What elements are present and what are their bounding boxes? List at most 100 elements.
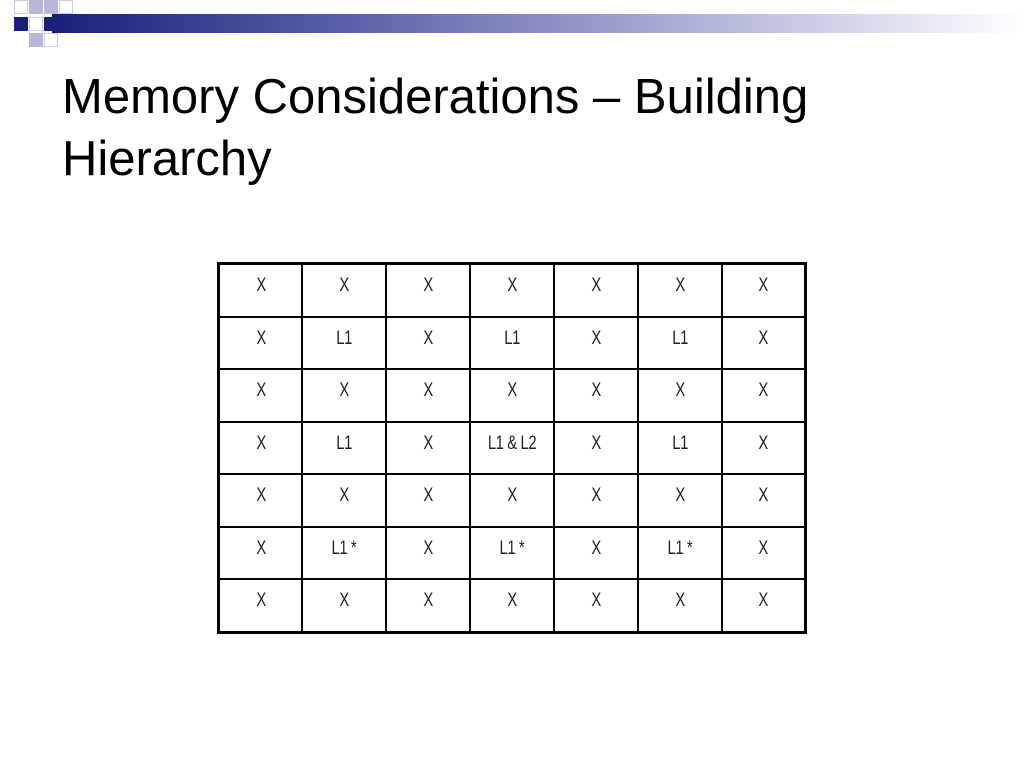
decorative-square — [29, 33, 43, 47]
grid-cell: X — [469, 473, 555, 528]
grid-cell: X — [720, 420, 807, 476]
grid-cell-label: L1 * — [667, 537, 693, 559]
grid-cell-label: X — [423, 590, 433, 612]
decorative-square — [44, 0, 58, 14]
grid-cell-label: X — [674, 380, 685, 402]
grid-cell-label: X — [591, 327, 601, 349]
grid-cell: X — [552, 473, 639, 528]
grid-cell: X — [720, 262, 807, 318]
grid-cell: X — [217, 420, 304, 476]
grid-cell: X — [720, 473, 807, 528]
decorative-square — [14, 0, 28, 14]
decorative-square — [14, 17, 28, 31]
grid-cell: L1 & L2 — [469, 420, 555, 476]
grid-cell: X — [385, 578, 472, 634]
grid-cell: X — [636, 473, 723, 528]
grid-cell-label: X — [758, 537, 769, 559]
grid-cell-label: X — [758, 327, 769, 349]
grid-cell-label: X — [255, 485, 266, 507]
grid-cell-label: X — [423, 327, 433, 349]
grid-cell: X — [385, 315, 472, 371]
grid-cell-label: X — [591, 432, 601, 454]
grid-cell-label: L1 — [671, 327, 688, 349]
grid-cell-label: X — [423, 275, 433, 296]
grid-cell-label: X — [339, 485, 350, 507]
grid-cell-label: L1 — [336, 327, 353, 349]
grid-cell: X — [469, 368, 555, 423]
grid-cell: X — [636, 578, 723, 634]
grid-cell: X — [552, 420, 639, 476]
grid-cell-label: X — [339, 590, 350, 612]
grid-cell-label: X — [423, 380, 433, 402]
grid-cell-label: X — [591, 485, 601, 507]
grid-cell: X — [720, 368, 807, 423]
grid-cell-label: X — [255, 537, 266, 559]
grid-cell-label: X — [507, 380, 517, 402]
decorative-square — [44, 33, 58, 47]
grid-cell-label: X — [255, 380, 266, 402]
grid-cell-label: X — [255, 275, 266, 296]
grid-cell-label: X — [758, 432, 769, 454]
grid-cell: X — [720, 525, 807, 581]
grid-cell: X — [552, 262, 639, 318]
grid-cell: X — [301, 262, 388, 318]
grid-cell-label: L1 & L2 — [487, 432, 537, 454]
grid-cell-label: X — [255, 327, 266, 349]
grid-cell: X — [217, 262, 304, 318]
grid-cell: L1 — [636, 315, 723, 371]
grid-cell-label: X — [591, 380, 601, 402]
grid-cell: X — [636, 368, 723, 423]
decorative-square — [29, 0, 43, 14]
grid-cell: X — [217, 578, 304, 634]
grid-cell-label: X — [591, 275, 601, 296]
grid-cell: L1 * — [469, 525, 555, 581]
grid-cell-label: X — [423, 432, 433, 454]
grid-cell: X — [301, 578, 388, 634]
header-gradient-bar — [52, 14, 1024, 33]
grid-cell-label: X — [674, 275, 685, 296]
grid-cell-label: L1 — [504, 327, 520, 349]
grid-cell: X — [217, 473, 304, 528]
grid-cell: X — [469, 578, 555, 634]
grid-cell-label: X — [507, 485, 517, 507]
grid-cell-label: X — [507, 275, 517, 296]
grid-cell-label: X — [758, 485, 769, 507]
grid-cell-label: L1 — [671, 432, 688, 454]
grid-cell: X — [552, 525, 639, 581]
grid-cell: X — [552, 315, 639, 371]
decorative-square — [44, 17, 58, 31]
grid-cell-label: X — [423, 537, 433, 559]
grid-cell: X — [217, 315, 304, 371]
grid-cell: X — [217, 368, 304, 423]
grid-cell-label: X — [758, 275, 769, 296]
grid-cell-label: X — [255, 590, 266, 612]
grid-cell-label: X — [758, 590, 769, 612]
grid-cell: X — [552, 578, 639, 634]
grid-cell: X — [552, 368, 639, 423]
grid-cell: L1 — [636, 420, 723, 476]
grid-cell: X — [720, 578, 807, 634]
grid-cell: X — [720, 315, 807, 371]
grid-cell-label: X — [591, 537, 601, 559]
grid-cell: L1 — [469, 315, 555, 371]
grid-cell: L1 * — [636, 525, 723, 581]
grid-cell-label: X — [507, 590, 517, 612]
slide-title: Memory Considerations – Building Hierarc… — [62, 70, 809, 186]
decorative-square — [59, 0, 73, 14]
grid-cell-label: X — [339, 275, 350, 296]
grid-cell: L1 — [301, 315, 388, 371]
grid-cell: X — [301, 368, 388, 423]
grid-cell-label: X — [674, 590, 685, 612]
grid-cell: X — [385, 525, 472, 581]
grid-cell: X — [385, 262, 472, 318]
grid-cell-label: X — [758, 380, 769, 402]
grid-cell-label: L1 * — [331, 537, 357, 559]
grid-cell: X — [469, 262, 555, 318]
